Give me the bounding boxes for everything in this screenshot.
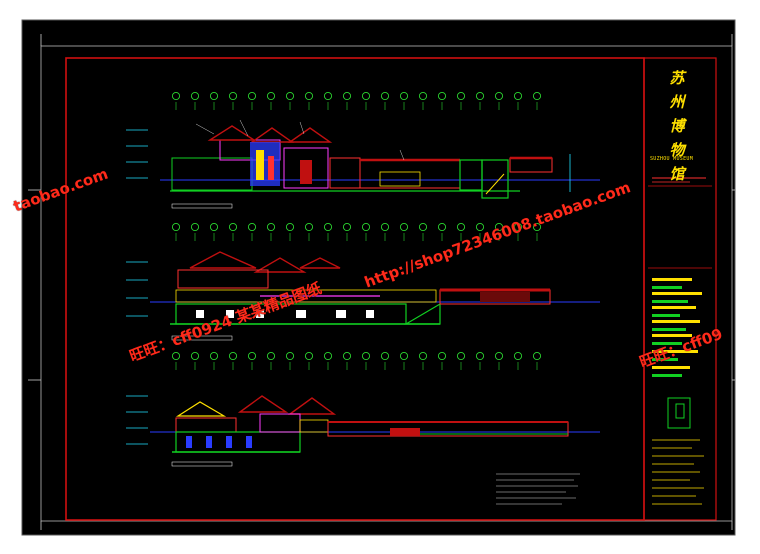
axis-bubble	[228, 91, 238, 101]
axis-bubble	[266, 91, 276, 101]
axis-bubble	[190, 91, 200, 101]
axis-bubble	[209, 222, 219, 232]
axis-bubble	[437, 222, 447, 232]
axis-bubble	[437, 91, 447, 101]
axis-bubble	[247, 351, 257, 361]
axis-bubble	[494, 351, 504, 361]
axis-bubble	[380, 351, 390, 361]
elevation-drawing-3	[126, 395, 600, 467]
axis-bubble	[399, 91, 409, 101]
axis-bubble	[456, 351, 466, 361]
axis-bubble	[323, 222, 333, 232]
drawing-canvas	[21, 19, 736, 536]
axis-bubble	[380, 222, 390, 232]
axis-bubble	[361, 351, 371, 361]
axis-bubble	[304, 351, 314, 361]
axis-bubble	[171, 222, 181, 232]
axis-bubble	[342, 91, 352, 101]
axis-bubble	[342, 351, 352, 361]
title-char: 物	[669, 141, 685, 159]
axis-bubble	[513, 222, 523, 232]
axis-bubble	[513, 351, 523, 361]
axis-bubble	[323, 91, 333, 101]
project-title-english: SUZHOU MUSEUM	[650, 156, 694, 162]
axis-bubble	[285, 91, 295, 101]
axis-bubble	[266, 351, 276, 361]
axis-bubble	[437, 351, 447, 361]
axis-bubble	[475, 351, 485, 361]
sheet-outer-frame	[40, 45, 733, 522]
axis-grid-markers	[171, 91, 542, 370]
axis-bubble	[228, 222, 238, 232]
axis-bubble	[380, 91, 390, 101]
axis-bubble	[532, 222, 542, 232]
axis-bubble	[456, 222, 466, 232]
title-char: 州	[669, 93, 685, 111]
axis-bubble	[418, 351, 428, 361]
elevation-drawing-1	[126, 119, 600, 209]
axis-bubble	[494, 222, 504, 232]
axis-bubble	[418, 91, 428, 101]
title-char: 馆	[669, 165, 685, 183]
axis-bubble	[513, 91, 523, 101]
axis-bubble	[456, 91, 466, 101]
axis-bubble	[494, 91, 504, 101]
title-block-legend	[652, 177, 706, 505]
elevation-drawing-2	[126, 251, 600, 341]
axis-bubble	[323, 351, 333, 361]
axis-bubble	[247, 222, 257, 232]
axis-bubble	[171, 351, 181, 361]
axis-bubble	[266, 222, 276, 232]
axis-bubble	[247, 91, 257, 101]
axis-bubble	[190, 222, 200, 232]
title-char: 博	[669, 117, 685, 135]
axis-bubble	[171, 91, 181, 101]
axis-bubble	[399, 351, 409, 361]
axis-bubble	[304, 222, 314, 232]
axis-bubble	[532, 351, 542, 361]
axis-bubble	[342, 222, 352, 232]
axis-bubble	[399, 222, 409, 232]
axis-bubble	[475, 91, 485, 101]
axis-bubble	[228, 351, 238, 361]
sheet-crop-marks	[28, 34, 735, 530]
axis-bubble	[418, 222, 428, 232]
axis-bubble	[209, 351, 219, 361]
axis-bubble	[304, 91, 314, 101]
title-char: 苏	[669, 69, 685, 87]
axis-bubble	[532, 91, 542, 101]
axis-bubble	[190, 351, 200, 361]
axis-bubble	[361, 91, 371, 101]
axis-bubble	[361, 222, 371, 232]
axis-bubble	[285, 351, 295, 361]
axis-bubble	[285, 222, 295, 232]
title-block-frame	[643, 57, 717, 521]
drawing-notes-block	[496, 473, 580, 505]
axis-bubble	[209, 91, 219, 101]
project-title: 苏 州 博 物 馆	[662, 66, 692, 186]
axis-bubble	[475, 222, 485, 232]
